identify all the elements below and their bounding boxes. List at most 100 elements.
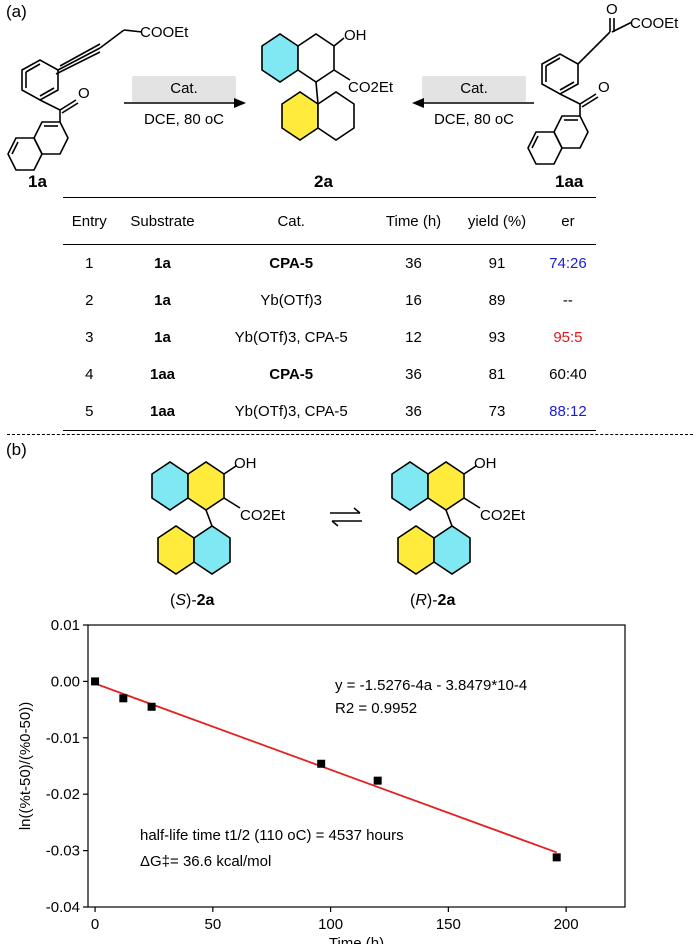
left-catalyst-label: Cat. xyxy=(170,80,198,97)
header-substrate: Substrate xyxy=(115,197,210,245)
compound-2a-oh: OH xyxy=(344,27,367,44)
header-er: er xyxy=(539,197,596,245)
right-reaction-arrow xyxy=(412,98,534,108)
r-isomer-caption: (R)-2a xyxy=(410,592,456,609)
cell-cat: Yb(OTf)3, CPA-5 xyxy=(209,393,373,431)
compound-1aa-ketone-o-top: O xyxy=(606,1,618,18)
cell-substrate: 1aa xyxy=(115,393,210,431)
data-point xyxy=(552,853,561,862)
data-point xyxy=(119,694,128,703)
x-tick-label: 150 xyxy=(436,916,461,933)
y-tick-label: 0.01 xyxy=(51,617,80,634)
header-yield: yield (%) xyxy=(454,197,540,245)
s-isomer-oh: OH xyxy=(234,455,257,472)
r-squared: R2 = 0.9952 xyxy=(335,700,417,717)
table-row: 2 1a Yb(OTf)3 16 89 -- xyxy=(63,282,596,319)
s-isomer-structure: OH CO2Et xyxy=(151,455,286,575)
compound-2a-label: 2a xyxy=(314,172,333,191)
data-point xyxy=(373,776,382,785)
cell-time: 12 xyxy=(405,329,422,346)
r-isomer-ester: CO2Et xyxy=(480,507,526,524)
x-tick-label: 0 xyxy=(91,916,99,933)
cell-entry: 2 xyxy=(85,292,94,309)
cell-yield: 73 xyxy=(454,393,540,431)
cell-time: 16 xyxy=(405,292,422,309)
cell-entry: 1 xyxy=(85,255,94,272)
cell-cat: Yb(OTf)3, CPA-5 xyxy=(234,329,348,346)
cell-er: 95:5 xyxy=(553,329,583,346)
s-isomer-label: 2a xyxy=(196,592,215,609)
header-time: Time (h) xyxy=(372,197,455,245)
cell-yield: 93 xyxy=(488,329,506,346)
cell-er: 60:40 xyxy=(549,366,587,383)
x-tick-label: 50 xyxy=(204,916,221,933)
cell-entry: 4 xyxy=(85,366,94,383)
r-isomer-structure: OH CO2Et xyxy=(391,455,526,575)
header-cat: Cat. xyxy=(209,197,373,245)
cell-er: 88:12 xyxy=(539,393,596,431)
compound-1aa-label: 1aa xyxy=(555,172,584,191)
cell-substrate: 1aa xyxy=(150,366,176,383)
free-energy-annotation: ΔG‡= 36.6 kcal/mol xyxy=(140,853,271,870)
panel-divider xyxy=(7,434,693,435)
compound-1a-structure: COOEt O xyxy=(7,24,189,171)
y-axis-title: ln((%t-50)/(%0-50)) xyxy=(17,702,34,830)
cell-substrate: 1a xyxy=(154,292,171,309)
cell-yield: 91 xyxy=(488,255,506,272)
results-table: Entry Substrate Cat. Time (h) yield (%) … xyxy=(63,197,596,431)
compound-1a-label: 1a xyxy=(28,172,47,191)
panel-b-label: (b) xyxy=(6,440,27,459)
table-header-row: Entry Substrate Cat. Time (h) yield (%) … xyxy=(63,197,596,245)
left-reaction-arrow xyxy=(124,98,246,108)
compound-1aa-structure: O COOEt O xyxy=(527,1,679,165)
s-isomer-ester: CO2Et xyxy=(240,507,286,524)
data-point xyxy=(91,677,100,686)
y-tick-label: -0.01 xyxy=(46,730,80,747)
y-tick-label: -0.04 xyxy=(46,899,80,916)
header-entry: Entry xyxy=(63,197,116,245)
y-tick-label: -0.03 xyxy=(46,843,80,860)
equilibrium-arrows xyxy=(330,507,362,527)
cell-er: -- xyxy=(562,292,573,309)
cell-yield: 81 xyxy=(488,366,506,383)
x-axis-title: Time (h) xyxy=(329,935,384,944)
right-catalyst-label: Cat. xyxy=(460,80,488,97)
fit-equation: y = -1.5276-4a - 3.8479*10-4 xyxy=(335,677,527,694)
cell-er: 74:26 xyxy=(549,255,587,272)
compound-1aa-ketone-o: O xyxy=(598,79,610,96)
plot-frame xyxy=(87,624,626,908)
right-catalyst-box xyxy=(422,76,526,102)
cell-time: 36 xyxy=(372,393,455,431)
compound-2a-ester: CO2Et xyxy=(348,79,394,96)
y-tick-label: -0.02 xyxy=(46,786,80,803)
data-point xyxy=(317,759,326,768)
r-isomer-oh: OH xyxy=(474,455,497,472)
cell-time: 36 xyxy=(405,366,422,383)
panel-a-label: (a) xyxy=(6,2,27,21)
cell-substrate: 1a xyxy=(154,329,171,346)
cell-time: 36 xyxy=(405,255,422,272)
cell-entry: 5 xyxy=(63,393,116,431)
compound-1aa-coo-et: COOEt xyxy=(630,15,679,32)
r-isomer-stereo: R xyxy=(415,592,427,609)
s-isomer-stereo: S xyxy=(175,592,186,609)
table-row: 1 1a CPA-5 36 91 74:26 xyxy=(63,245,596,283)
fit-line xyxy=(94,682,558,854)
right-conditions-label: DCE, 80 oC xyxy=(433,111,515,128)
compound-1a-ketone-o: O xyxy=(78,85,90,102)
x-tick-label: 100 xyxy=(318,916,343,933)
compound-2a-structure: OH CO2Et xyxy=(261,27,394,141)
cell-substrate: 1a xyxy=(154,255,171,272)
compound-1a-coo-et: COOEt xyxy=(140,24,189,41)
data-point xyxy=(147,702,156,711)
cell-cat: Yb(OTf)3 xyxy=(260,292,323,309)
cell-yield: 89 xyxy=(488,292,506,309)
left-conditions-label: DCE, 80 oC xyxy=(143,111,225,128)
cell-cat: CPA-5 xyxy=(269,255,314,272)
s-isomer-caption: (S)-2a xyxy=(170,592,215,609)
r-isomer-label: 2a xyxy=(437,592,456,609)
